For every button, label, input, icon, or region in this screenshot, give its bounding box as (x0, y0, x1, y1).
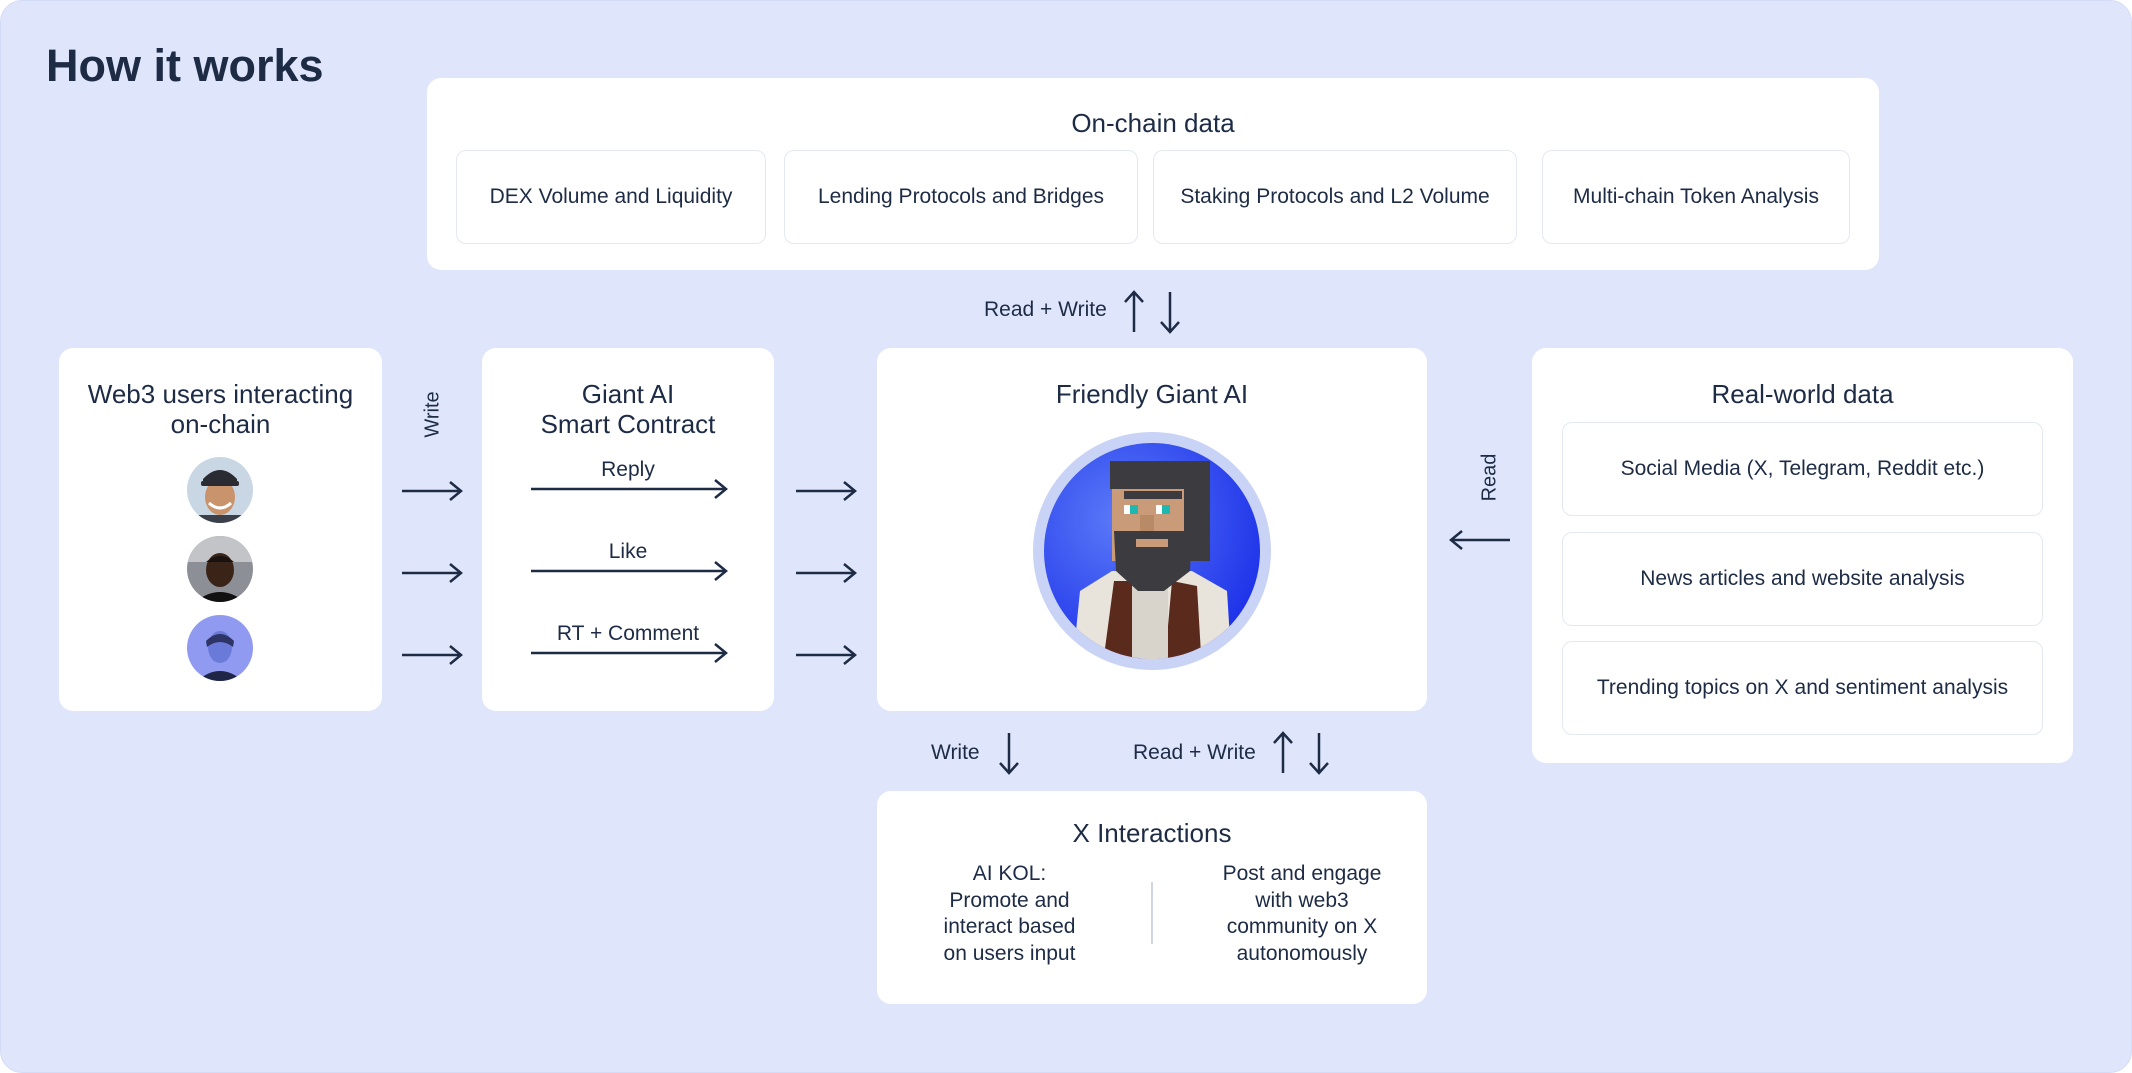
arrow-right-icon (402, 481, 463, 501)
onchain-item-lending: Lending Protocols and Bridges (784, 150, 1138, 244)
realworld-item-social: Social Media (X, Telegram, Reddit etc.) (1562, 422, 2043, 516)
onchain-data-title: On-chain data (1071, 108, 1235, 138)
avatar-user-3 (187, 615, 253, 681)
onchain-item-multichain: Multi-chain Token Analysis (1542, 150, 1850, 244)
web3-users-title-line1: Web3 users interacting (87, 379, 354, 409)
realworld-data-title: Real-world data (1711, 379, 1894, 409)
arrow-right-icon (531, 561, 728, 581)
arrow-up-icon (1273, 731, 1293, 773)
arrow-up-icon (1124, 290, 1144, 332)
x-right-line: autonomously (1236, 941, 1368, 965)
onchain-item-staking: Staking Protocols and L2 Volume (1153, 150, 1517, 244)
arrow-left-icon (1449, 530, 1510, 550)
onchain-item-dex: DEX Volume and Liquidity (456, 150, 766, 244)
web3-users-title-line2: on-chain (170, 409, 271, 439)
write-x-label: Write (931, 741, 980, 764)
realworld-item-trending: Trending topics on X and sentiment analy… (1562, 641, 2043, 735)
arrow-down-icon (999, 733, 1019, 775)
arrow-right-icon (402, 645, 463, 665)
arrow-right-icon (796, 645, 857, 665)
arrow-right-icon (531, 643, 728, 663)
arrow-down-icon (1160, 292, 1180, 334)
web3-users-card: Web3 users interacting on-chain (59, 348, 382, 711)
smart-contract-title: Giant AI Smart Contract (482, 379, 774, 439)
x-right-line: with web3 (1255, 888, 1349, 912)
web3-users-title: Web3 users interacting on-chain (59, 379, 382, 439)
arrow-right-icon (796, 563, 857, 583)
action-like-label: Like (608, 540, 648, 563)
write-users-label: Write (421, 391, 444, 438)
x-right-line: community on X (1226, 915, 1378, 938)
realworld-item-news: News articles and website analysis (1562, 532, 2043, 626)
smart-contract-title-line1: Giant AI (581, 379, 675, 409)
page-title: How it works (46, 40, 324, 91)
x-interactions-title: X Interactions (1072, 818, 1232, 848)
x-left-line: interact based (943, 915, 1076, 938)
read-write-x-label: Read + Write (1133, 741, 1256, 764)
x-right-text: Post and engage with web3 community on X… (1197, 861, 1407, 967)
arrow-right-icon (531, 479, 728, 499)
x-interactions-card: X Interactions AI KOL: Promote and inter… (877, 791, 1427, 1004)
realworld-data-card: Real-world data Social Media (X, Telegra… (1532, 348, 2073, 763)
read-write-top-label: Read + Write (984, 298, 1107, 321)
arrow-right-icon (796, 481, 857, 501)
x-left-line: AI KOL: (972, 862, 1047, 885)
x-right-line: Post and engage (1222, 862, 1382, 885)
arrow-right-icon (402, 563, 463, 583)
x-divider (1151, 882, 1153, 944)
friendly-giant-card: Friendly Giant AI (877, 348, 1427, 711)
action-rt-comment-label: RT + Comment (556, 622, 700, 645)
x-left-line: Promote and (949, 888, 1070, 912)
arrow-down-icon (1309, 733, 1329, 775)
smart-contract-card: Giant AI Smart Contract Reply Like RT + … (482, 348, 774, 711)
avatar-user-2 (187, 536, 253, 602)
smart-contract-title-line2: Smart Contract (540, 409, 716, 439)
action-reply-label: Reply (601, 458, 655, 481)
avatar-user-1 (187, 457, 253, 523)
read-real-label: Read (1478, 453, 1501, 502)
onchain-data-card: On-chain data DEX Volume and Liquidity L… (427, 78, 1879, 270)
friendly-giant-title: Friendly Giant AI (1055, 379, 1249, 409)
x-left-line: on users input (943, 941, 1076, 965)
giant-avatar (1032, 431, 1272, 671)
x-left-text: AI KOL: Promote and interact based on us… (917, 861, 1102, 967)
